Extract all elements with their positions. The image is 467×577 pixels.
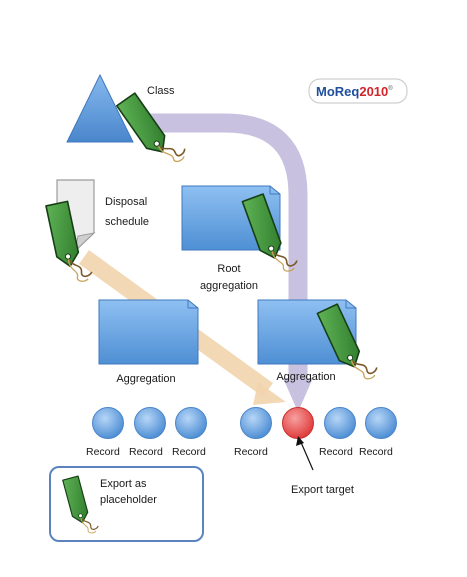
record-ball [134,407,166,439]
record-ball [324,407,356,439]
export-target-label: Export target [291,484,354,496]
logo-part1: MoReq [316,84,359,99]
root-label-line1: Root [217,263,240,275]
class-triangle [66,73,134,143]
legend-label-line1: Export as [100,478,147,490]
svg-text:MoReq2010®: MoReq2010® [316,84,393,99]
record-ball [175,407,207,439]
purple-export-arrow [140,113,308,378]
moreq-logo: MoReq2010® [308,78,408,104]
logo-registered: ® [388,85,393,92]
record-label: Record [172,446,206,458]
export-target-pointer-head [296,436,304,446]
record-ball [92,407,124,439]
legend-label-line2: placeholder [100,494,157,506]
record-ball [240,407,272,439]
record-label: Record [319,446,353,458]
record-label: Record [359,446,393,458]
disposal-label-line2: schedule [105,216,149,228]
root-label-line2: aggregation [200,280,258,292]
class-label: Class [147,85,175,97]
record-label: Record [86,446,120,458]
orange-arrowhead [253,382,286,405]
aggregation-left-label: Aggregation [116,373,175,385]
record-ball [365,407,397,439]
aggregation-folder-left [98,299,199,365]
purple-arrowhead [283,378,313,412]
record-label: Record [129,446,163,458]
logo-part2: 2010 [359,84,388,99]
export-target-pointer [299,439,314,471]
aggregation-right-label: Aggregation [276,371,335,383]
disposal-label-line1: Disposal [105,196,147,208]
export-target-ball [282,407,314,439]
record-label: Record [234,446,268,458]
